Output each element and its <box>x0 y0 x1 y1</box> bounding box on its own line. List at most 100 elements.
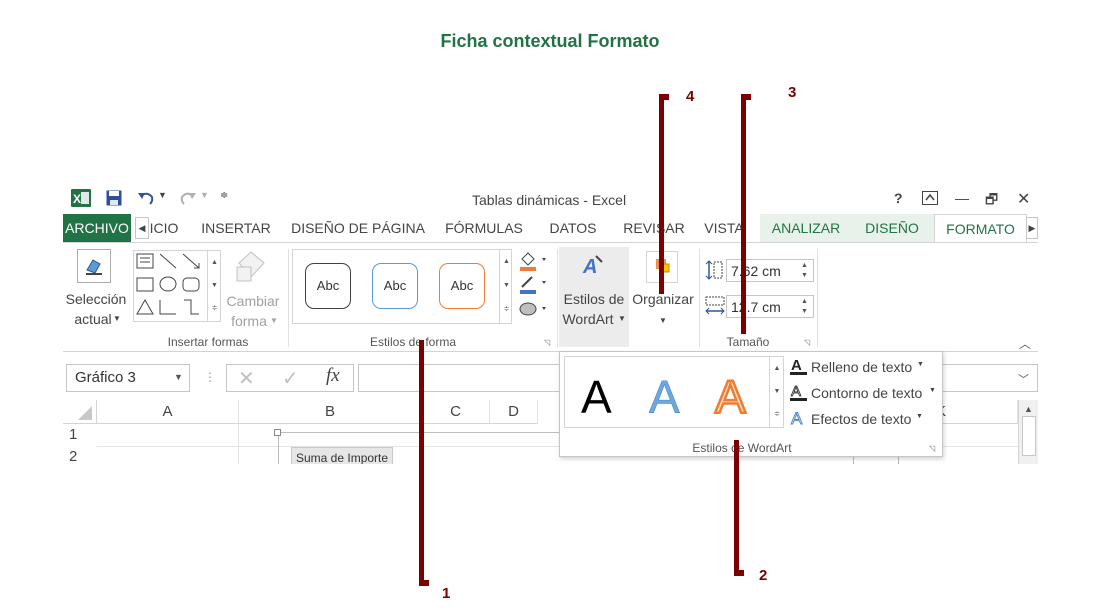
tab-vista[interactable]: VISTA <box>704 220 744 236</box>
cambiar-forma-label-2: forma <box>231 313 267 329</box>
estilos-wordart-button[interactable] <box>559 247 629 347</box>
minimize-button[interactable]: — <box>955 190 969 206</box>
wordart-gallery-styles[interactable]: A A A <box>565 357 765 427</box>
organizar-dropdown-icon[interactable]: ▼ <box>659 316 667 325</box>
estilos-wordart-dropdown-icon[interactable]: ▼ <box>618 314 626 323</box>
column-header-d[interactable]: D <box>490 400 538 424</box>
collapse-ribbon-icon[interactable]: ︿ <box>1019 337 1032 351</box>
help-button[interactable]: ? <box>894 190 903 206</box>
seleccion-actual-label-1[interactable]: Selección <box>65 291 127 307</box>
pivot-field-button[interactable]: Suma de Importe <box>291 447 394 464</box>
tab-archivo[interactable]: ARCHIVO <box>63 214 131 242</box>
name-box[interactable]: Gráfico 3 <box>66 364 190 392</box>
undo-dropdown-icon[interactable]: ▼ <box>158 190 167 200</box>
wordart-launcher-icon[interactable]: ◹ <box>929 444 936 453</box>
estilos-forma-launcher-icon[interactable]: ◹ <box>544 338 551 347</box>
scroll-up-icon[interactable]: ▲ <box>1024 404 1033 414</box>
text-effects-label[interactable]: Efectos de texto <box>811 411 912 427</box>
formula-buttons <box>226 364 354 392</box>
confirm-entry-icon[interactable]: ✓ <box>282 368 299 390</box>
text-fill-dropdown-icon[interactable]: ▼ <box>917 361 924 368</box>
selection-pane-icon[interactable] <box>77 249 111 283</box>
seleccion-dropdown-icon[interactable]: ▼ <box>113 314 121 323</box>
estilos-wordart-label-2[interactable]: WordArt <box>562 311 614 327</box>
formula-bar-grip-icon: ⋮ <box>204 370 216 384</box>
shape-styles-scroll[interactable]: ▲▼≑ <box>499 250 513 323</box>
tab-datos[interactable]: DATOS <box>549 220 597 236</box>
shape-height-spinner[interactable]: ▲▼ <box>801 262 808 279</box>
tab-scroll-right-icon[interactable]: ▶ <box>1026 217 1038 239</box>
text-effects-dropdown-icon[interactable]: ▼ <box>916 413 923 420</box>
shape-style-2[interactable]: Abc <box>372 263 418 309</box>
shape-outline-icon[interactable] <box>518 273 550 295</box>
separator <box>817 249 818 347</box>
shape-height-icon <box>704 259 724 283</box>
save-icon[interactable] <box>106 190 122 206</box>
cambiar-forma-dropdown-icon: ▼ <box>270 316 278 325</box>
tab-scroll-left-icon[interactable]: ◀ <box>135 217 149 239</box>
seleccion-actual-label-2[interactable]: actual <box>74 311 112 327</box>
tab-insertar[interactable]: INSERTAR <box>201 220 271 236</box>
marker-1-foot <box>419 580 429 586</box>
ribbon-tabs: ARCHIVO ◀ ICIO INSERTAR DISEÑO DE PÁGINA… <box>63 214 1038 242</box>
name-box-dropdown-icon[interactable]: ▼ <box>174 372 183 382</box>
tab-diseno[interactable]: DISEÑO <box>865 220 919 236</box>
column-header-b[interactable]: B <box>239 400 422 424</box>
chart-resize-handle[interactable] <box>274 429 281 436</box>
text-fill-label[interactable]: Relleno de texto <box>811 359 913 375</box>
shapes-gallery[interactable] <box>133 250 221 322</box>
vertical-scrollbar[interactable]: ▲ <box>1018 400 1038 464</box>
estilos-wordart-label-1[interactable]: Estilos de <box>563 291 625 307</box>
wordart-gallery-scroll[interactable]: ▲▼≑ <box>769 357 784 427</box>
shape-width-spinner[interactable]: ▲▼ <box>801 298 808 315</box>
tab-analizar[interactable]: ANALIZAR <box>771 220 841 236</box>
wordart-gallery[interactable]: A A A <box>564 356 784 428</box>
svg-text:A: A <box>791 357 802 374</box>
tab-formulas[interactable]: FÓRMULAS <box>445 220 523 236</box>
cancel-entry-icon[interactable]: ✕ <box>238 368 255 390</box>
change-shape-icon <box>233 249 269 285</box>
close-button[interactable]: ✕ <box>1017 191 1031 208</box>
text-effects-icon[interactable]: A <box>790 408 808 429</box>
shape-effects-icon[interactable] <box>518 298 550 320</box>
separator <box>699 249 700 347</box>
select-all-icon[interactable] <box>63 400 97 424</box>
expand-formula-bar-icon[interactable]: ﹀ <box>1018 374 1029 386</box>
organizar-label[interactable]: Organizar <box>632 291 694 307</box>
row-header-1[interactable]: 1 <box>69 426 78 443</box>
restore-button[interactable]: 🗗 <box>985 191 999 207</box>
text-outline-label[interactable]: Contorno de texto <box>811 385 923 401</box>
svg-text:A: A <box>791 383 801 400</box>
tab-diseno-pagina[interactable]: DISEÑO DE PÁGINA <box>291 220 425 236</box>
shape-width-icon <box>704 295 726 317</box>
insert-function-icon[interactable]: fx <box>326 365 340 386</box>
undo-icon[interactable] <box>136 188 156 208</box>
marker-2-foot <box>734 570 744 576</box>
row-header-2[interactable]: 2 <box>69 448 78 464</box>
shapes-gallery-scroll[interactable]: ▲▼≑ <box>207 251 221 321</box>
text-fill-icon[interactable]: A <box>790 356 808 376</box>
scrollbar-thumb[interactable] <box>1021 416 1036 456</box>
excel-logo-icon: X <box>71 189 91 207</box>
text-outline-icon[interactable]: A <box>790 382 808 402</box>
marker-3-label: 3 <box>788 84 797 101</box>
tab-revisar[interactable]: REVISAR <box>623 220 685 236</box>
svg-text:X: X <box>73 192 81 206</box>
shape-style-3[interactable]: Abc <box>439 263 485 309</box>
redo-icon[interactable] <box>178 188 198 208</box>
column-header-a[interactable]: A <box>97 400 239 424</box>
tamano-launcher-icon[interactable]: ◹ <box>804 338 811 347</box>
tab-inicio[interactable]: ICIO <box>149 220 179 236</box>
column-header-c[interactable]: C <box>422 400 490 424</box>
svg-text:A: A <box>715 371 746 423</box>
marker-4-label: 4 <box>686 88 695 105</box>
shape-style-1[interactable]: Abc <box>305 263 351 309</box>
quick-styles-icon: A <box>581 253 605 279</box>
text-outline-dropdown-icon[interactable]: ▼ <box>929 387 936 394</box>
tab-formato[interactable]: FORMATO <box>934 214 1027 242</box>
customize-qat-icon[interactable]: ≑ <box>220 190 229 201</box>
redo-dropdown-icon[interactable]: ▼ <box>200 190 209 200</box>
svg-text:A: A <box>791 409 803 428</box>
shape-fill-icon[interactable] <box>518 250 550 272</box>
ribbon-display-icon[interactable] <box>922 191 938 205</box>
